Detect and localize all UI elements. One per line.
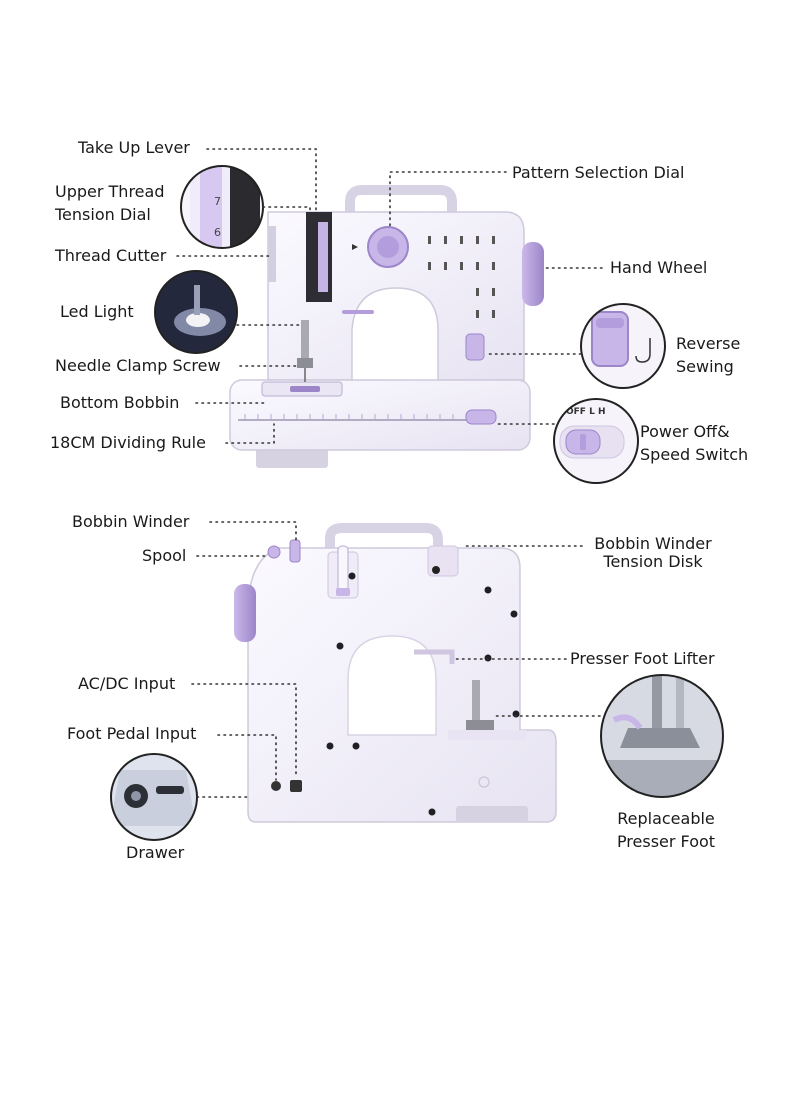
label-replaceable-presser-foot-1: Replaceable (617, 809, 715, 828)
base-foot (256, 448, 328, 468)
svg-text:7: 7 (214, 195, 221, 208)
presser-foot-lifter (414, 649, 455, 664)
label-presser-foot-lifter: Presser Foot Lifter (570, 649, 715, 668)
inset-reverse-sewing (580, 303, 666, 389)
label-spool: Spool (142, 546, 187, 565)
arm-opening (347, 635, 437, 736)
label-bobbin-winder-tension-1: Bobbin Winder (594, 534, 712, 553)
bobbin-winder (289, 539, 301, 563)
label-replaceable-presser-foot-2: Presser Foot (616, 832, 716, 851)
ac-dc-port (290, 780, 302, 792)
dividing-rule-ticks (244, 414, 454, 420)
rear-carry-handle (325, 523, 443, 552)
foot-pedal-port (271, 781, 281, 791)
power-switch (465, 409, 497, 425)
bobbin-winder-knob (267, 545, 281, 559)
label-needle-clamp-screw: Needle Clamp Screw (55, 356, 221, 375)
leader-lines (176, 148, 603, 798)
label-power-switch-1: Power Off& (640, 422, 730, 441)
presser-foot (466, 720, 494, 730)
thread-cutter (268, 226, 276, 282)
svg-text:6: 6 (214, 226, 221, 239)
svg-text:OFF L H: OFF L H (566, 407, 605, 417)
label-drawer: Drawer (126, 843, 185, 862)
needle-bar (301, 320, 309, 360)
reverse-lever (465, 333, 485, 361)
label-pattern-selection-dial: Pattern Selection Dial (512, 163, 685, 182)
label-bobbin-winder: Bobbin Winder (72, 512, 190, 531)
label-take-up-lever: Take Up Lever (78, 138, 190, 157)
label-reverse-sewing-2: Sewing (676, 357, 734, 376)
label-upper-thread-tension-2: Tension Dial (55, 205, 151, 224)
hand-wheel (522, 242, 544, 306)
rear-hand-wheel (234, 584, 256, 642)
label-bottom-bobbin: Bottom Bobbin (60, 393, 180, 412)
screw-holes (326, 572, 520, 816)
label-thread-cutter: Thread Cutter (55, 246, 167, 265)
inset-upper-thread-tension: 7 6 (180, 165, 264, 249)
inset-replaceable-presser-foot (600, 674, 724, 798)
label-led-light: Led Light (60, 302, 134, 321)
inset-drawer (110, 753, 198, 841)
label-foot-pedal-input: Foot Pedal Input (67, 724, 197, 743)
rear-view-machine (234, 523, 557, 823)
label-bobbin-winder-tension-2: Tension Disk (603, 552, 703, 571)
label-dividing-rule: 18CM Dividing Rule (50, 433, 206, 452)
label-ac-dc-input: AC/DC Input (78, 674, 176, 693)
label-power-switch-2: Speed Switch (640, 445, 749, 464)
inset-power-switch: OFF L H (553, 398, 639, 484)
label-hand-wheel: Hand Wheel (610, 258, 708, 277)
free-arm (229, 379, 531, 451)
carry-handle (345, 185, 457, 214)
stitch-pattern-chart (428, 236, 495, 318)
label-upper-thread-tension-1: Upper Thread (55, 182, 165, 201)
label-reverse-sewing-1: Reverse (676, 334, 741, 353)
front-view-machine (229, 185, 544, 468)
inset-led-light (154, 270, 238, 354)
